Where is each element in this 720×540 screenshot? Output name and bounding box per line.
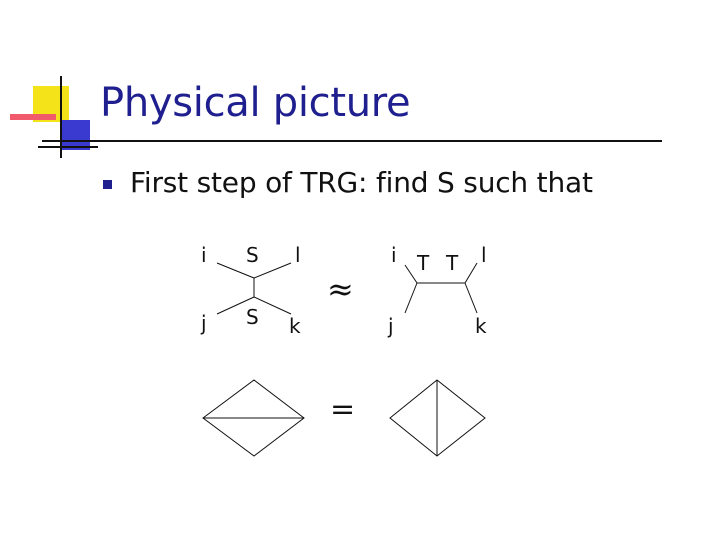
decor-red-bar <box>10 114 56 120</box>
decor-short-horizontal-line <box>38 146 98 148</box>
left-lower-right-leg <box>253 296 292 315</box>
right-label-i: i <box>391 243 397 267</box>
right-label-t-right: T <box>445 251 459 275</box>
left-label-j: j <box>200 311 207 335</box>
left-label-s-bottom: S <box>246 305 259 329</box>
left-label-l: l <box>295 243 301 267</box>
decor-blue-block <box>60 120 90 150</box>
equals-symbol: = <box>330 392 355 427</box>
rhombus-vertical-diagonal <box>389 379 486 457</box>
left-diagram <box>216 262 292 315</box>
right-lower-right-leg <box>464 282 478 314</box>
bullet-text: First step of TRG: find S such that <box>130 166 593 199</box>
left-label-i: i <box>201 243 207 267</box>
left-lower-left-leg <box>216 296 255 315</box>
approx-symbol: ≈ <box>327 270 354 308</box>
right-label-l: l <box>481 243 487 267</box>
decor-vertical-line <box>60 76 62 158</box>
right-lower-left-leg <box>404 282 418 314</box>
rhombus-horizontal-diagonal <box>202 379 305 457</box>
left-upper-left-leg <box>216 262 255 279</box>
right-label-j: j <box>387 314 394 338</box>
slide-title: Physical picture <box>100 80 411 126</box>
right-label-k: k <box>475 314 487 338</box>
left-label-s-top: S <box>246 243 259 267</box>
right-upper-right-leg <box>464 262 478 284</box>
bullet-marker <box>103 180 112 189</box>
title-underline <box>42 140 662 142</box>
left-label-k: k <box>289 314 301 338</box>
left-upper-right-leg <box>253 262 292 279</box>
right-diagram <box>404 262 478 314</box>
right-label-t-left: T <box>416 251 430 275</box>
right-upper-left-leg <box>404 264 418 284</box>
